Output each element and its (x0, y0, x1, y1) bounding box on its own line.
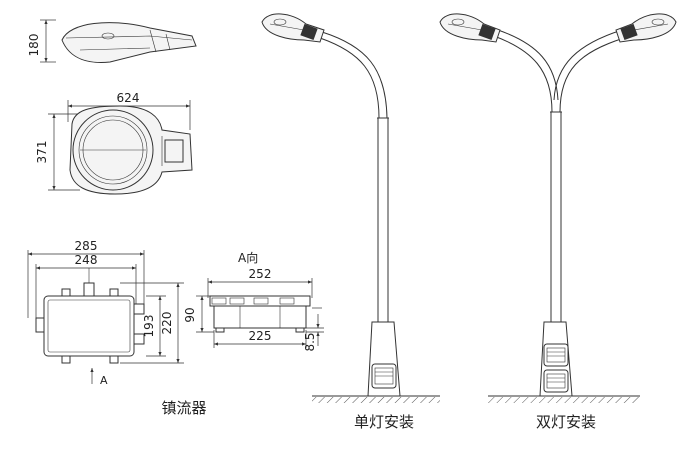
lamp-side-height-label: 180 (27, 34, 41, 57)
ballast-side-bottom-width-label: 225 (249, 329, 272, 343)
view-marker-a: A (100, 374, 108, 387)
double-lamp-pole: 双灯安装 (439, 13, 677, 431)
ballast-caption: 镇流器 (161, 399, 206, 417)
ballast-side-top-width-label: 252 (249, 267, 272, 281)
ballast-outer-width-label: 285 (75, 239, 98, 253)
ballast-outer-height-label: 220 (160, 312, 174, 335)
ballast-side-height-label: 90 (183, 307, 197, 322)
single-lamp-pole: 单灯安装 (261, 13, 440, 431)
ballast-inner-width-label: 248 (75, 253, 98, 267)
ballast-inner-height-label: 193 (142, 315, 156, 338)
ballast-side-foot-label: 8.5 (303, 332, 317, 351)
ballast-view-a-label: A向 (238, 250, 258, 265)
ballast-side-view: A向 252 225 90 8.5 (183, 250, 324, 352)
lamp-side-view: 180 (27, 19, 197, 63)
ballast-front-view: 285 248 193 220 A 镇流器 (27, 239, 207, 417)
lamp-top-view: 624 371 (35, 91, 193, 195)
lamp-top-height-label: 371 (35, 141, 49, 164)
single-pole-caption: 单灯安装 (354, 413, 414, 431)
lamp-top-width-label: 624 (117, 91, 140, 105)
double-pole-caption: 双灯安装 (536, 413, 596, 431)
